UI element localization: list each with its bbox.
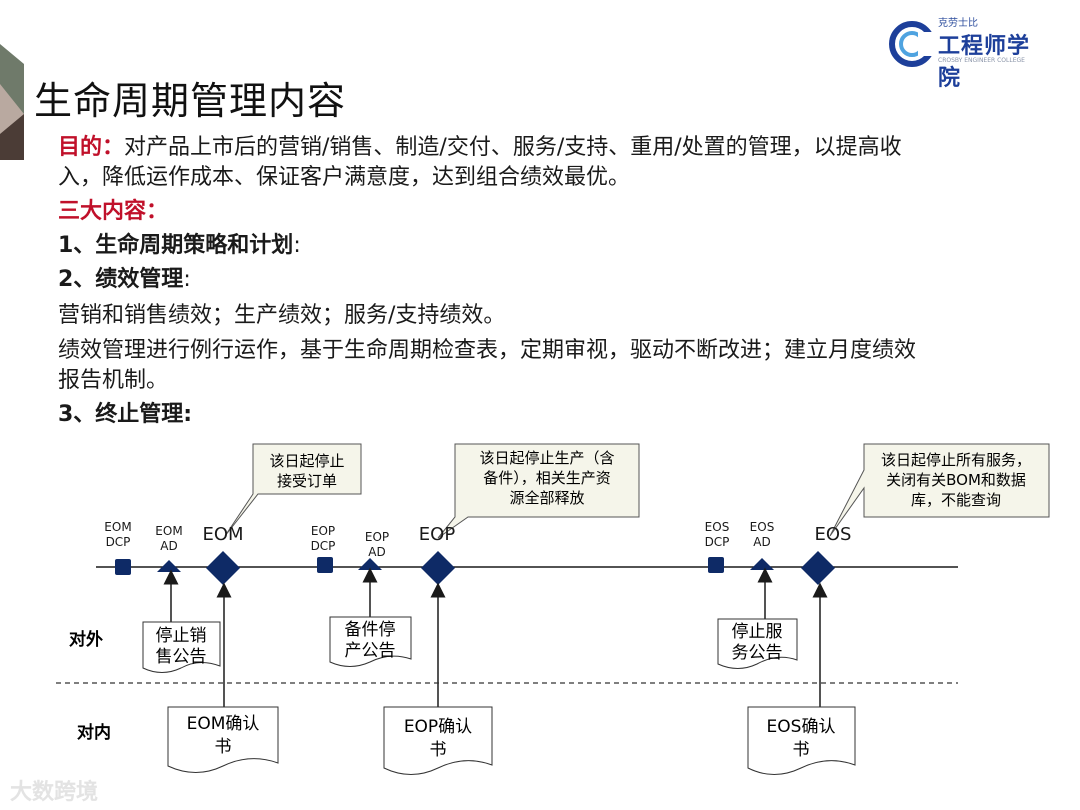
logo: 克劳士比 工程师学院 CROSBY ENGINEER COLLEGE bbox=[888, 14, 1048, 91]
watermark: 大数跨境 bbox=[10, 780, 99, 805]
eos-marker bbox=[801, 551, 835, 585]
item-2-detail-2b: 报告机制。 bbox=[58, 368, 169, 393]
item-3: 3、终止管理: bbox=[58, 402, 193, 427]
eop-notice-doc: 备件停 产公告 bbox=[329, 616, 412, 667]
eos-dcp-label-2: DCP bbox=[705, 535, 730, 549]
eom-ad-label-2: AD bbox=[160, 539, 177, 553]
eop-ad-label-2: AD bbox=[368, 545, 385, 559]
eom-notice-line-1: 停止销 bbox=[156, 626, 207, 646]
purpose-line-1: 目的：对产品上市后的营销/销售、制造/交付、服务/支持、重用/处置的管理，以提高… bbox=[58, 133, 902, 163]
corner-shape bbox=[0, 44, 24, 160]
eop-callout-line-2: 备件），相关生产资 bbox=[483, 469, 611, 487]
eom-callout: 该日起停止 接受订单 bbox=[224, 443, 362, 537]
eos-confirm-line-1: EOS确认 bbox=[767, 717, 836, 737]
eop-label: EOP bbox=[419, 524, 456, 545]
eop-notice-line-1: 备件停 bbox=[345, 620, 396, 640]
item-2-head: 2、绩效管理 bbox=[58, 267, 184, 292]
eop-confirm-line-1: EOP确认 bbox=[404, 717, 472, 737]
purpose-label: 目的： bbox=[58, 135, 125, 160]
eom-label: EOM bbox=[202, 524, 243, 545]
page-title: 生命周期管理内容 bbox=[34, 79, 347, 123]
eop-dcp-label-2: DCP bbox=[311, 539, 336, 553]
eos-callout-line-2: 关闭有关BOM和数据 bbox=[886, 471, 1026, 489]
eos-ad-label-2: AD bbox=[753, 535, 770, 549]
item-1: 1、生命周期策略和计划: bbox=[58, 231, 301, 261]
eos-notice-line-1: 停止服 bbox=[732, 622, 783, 642]
eom-notice-line-2: 售公告 bbox=[156, 647, 207, 667]
item-2-detail-1: 营销和销售绩效；生产绩效；服务/支持绩效。 bbox=[58, 303, 506, 328]
eom-dcp-label-1: EOM bbox=[104, 520, 131, 534]
eos-confirm-line-2: 书 bbox=[793, 740, 810, 760]
lifecycle-diagram: 该日起停止 接受订单 该日起停止生产（含 备件），相关生产资 源全部释放 该日起… bbox=[56, 443, 1050, 775]
eop-callout-line-3: 源全部释放 bbox=[509, 489, 584, 507]
eom-ad-label-1: EOM bbox=[155, 524, 182, 538]
eos-label: EOS bbox=[815, 524, 852, 545]
eos-notice-line-2: 务公告 bbox=[732, 643, 783, 663]
eom-marker bbox=[206, 551, 240, 585]
eos-callout-line-1: 该日起停止所有服务， bbox=[881, 451, 1031, 469]
eop-dcp-label-1: EOP bbox=[311, 524, 335, 538]
logo-top-text: 克劳士比 bbox=[938, 18, 978, 29]
eop-confirm-doc: EOP确认 书 bbox=[383, 706, 493, 775]
eop-marker bbox=[421, 551, 455, 585]
purpose-text-1: 对产品上市后的营销/销售、制造/交付、服务/支持、重用/处置的管理，以提高收 bbox=[124, 135, 902, 160]
eop-callout: 该日起停止生产（含 备件），相关生产资 源全部释放 bbox=[437, 443, 640, 539]
eos-dcp-label-1: EOS bbox=[705, 520, 730, 534]
eos-callout: 该日起停止所有服务， 关闭有关BOM和数据 库，不能查询 bbox=[829, 443, 1050, 537]
eom-confirm-line-2: 书 bbox=[215, 737, 232, 757]
item-2-tail: : bbox=[183, 267, 191, 292]
eop-ad-marker bbox=[358, 558, 382, 570]
three-items-heading: 三大内容： bbox=[58, 199, 169, 224]
eom-ad-marker bbox=[157, 560, 181, 572]
eos-ad-label-1: EOS bbox=[750, 520, 775, 534]
purpose-line-2: 入，降低运作成本、保证客户满意度，达到组合绩效最优。 bbox=[58, 165, 631, 190]
eos-callout-line-3: 库，不能查询 bbox=[911, 491, 1001, 509]
eop-dcp-marker bbox=[317, 557, 333, 573]
eop-ad-label-1: EOP bbox=[365, 530, 389, 544]
eos-dcp-marker bbox=[708, 557, 724, 573]
item-1-head: 1、生命周期策略和计划 bbox=[58, 233, 294, 258]
eom-dcp-label-2: DCP bbox=[106, 535, 131, 549]
eop-callout-line-1: 该日起停止生产（含 bbox=[479, 449, 614, 467]
logo-main-text: 工程师学院 bbox=[938, 34, 1031, 91]
eom-notice-doc: 停止销 售公告 bbox=[142, 621, 221, 673]
eop-notice-line-2: 产公告 bbox=[345, 641, 396, 661]
item-1-tail: : bbox=[293, 233, 301, 258]
external-label: 对外 bbox=[69, 629, 103, 650]
logo-subtitle: CROSBY ENGINEER COLLEGE bbox=[938, 57, 1025, 64]
eom-dcp-marker bbox=[115, 559, 131, 575]
item-2-detail-2a: 绩效管理进行例行运作，基于生命周期检查表，定期审视，驱动不断改进；建立月度绩效 bbox=[58, 338, 917, 363]
eop-confirm-line-2: 书 bbox=[430, 740, 447, 760]
eom-callout-line-2: 接受订单 bbox=[277, 472, 337, 490]
logo-emblem bbox=[889, 21, 936, 67]
eos-notice-doc: 停止服 务公告 bbox=[717, 618, 798, 669]
eom-confirm-line-1: EOM确认 bbox=[187, 714, 260, 734]
internal-label: 对内 bbox=[77, 722, 111, 743]
eom-confirm-doc: EOM确认 书 bbox=[167, 706, 279, 773]
eos-confirm-doc: EOS确认 书 bbox=[747, 706, 856, 775]
corner-decoration bbox=[0, 44, 24, 160]
eom-callout-line-1: 该日起停止 bbox=[269, 452, 344, 470]
eos-ad-marker bbox=[750, 558, 774, 570]
item-2: 2、绩效管理: bbox=[58, 265, 191, 295]
